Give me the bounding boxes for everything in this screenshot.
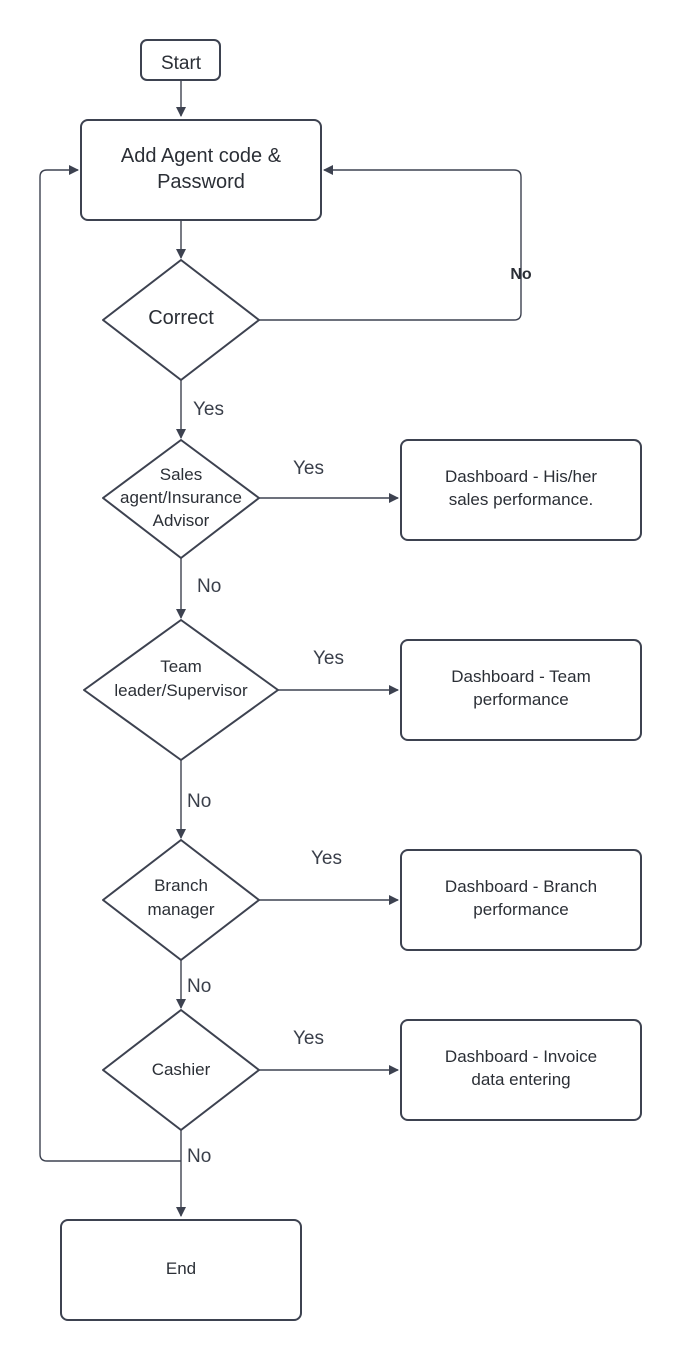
branch-manager-decision <box>102 839 260 961</box>
edge-label-cashier-yes: Yes <box>293 1028 324 1049</box>
cashier-dashboard-line1: Dashboard - Invoice <box>445 1047 597 1066</box>
correct-decision <box>102 259 260 381</box>
edge-label-sales-no: No <box>197 576 221 597</box>
branch-manager-label-line2: manager <box>147 900 214 919</box>
add-agent-label-line1: Add Agent code & <box>121 145 282 167</box>
branch-dashboard-line2: performance <box>473 900 568 919</box>
end-label: End <box>166 1259 196 1278</box>
branch-dashboard-line1: Dashboard - Branch <box>445 877 597 896</box>
cashier-dashboard-line2: data entering <box>471 1070 570 1089</box>
start-node <box>140 39 221 81</box>
sales-dashboard-line2: sales performance. <box>449 490 594 509</box>
team-dashboard-line2: performance <box>473 690 568 709</box>
branch-manager-label-line1: Branch <box>154 876 208 895</box>
edge-cashier-no-loop <box>39 165 181 1162</box>
cashier-dashboard-node <box>400 1019 642 1121</box>
sales-agent-label-line3: Advisor <box>153 511 210 530</box>
edge-label-correct-no: No <box>510 266 532 283</box>
edge-label-team-yes: Yes <box>313 648 344 669</box>
add-agent-label-line2: Password <box>157 171 245 193</box>
edge-label-cashier-no: No <box>187 1146 211 1167</box>
sales-dashboard-line1: Dashboard - His/her <box>445 467 597 486</box>
sales-agent-decision <box>102 439 260 559</box>
end-node <box>60 1219 302 1321</box>
sales-agent-label-line2: agent/Insurance <box>120 488 242 507</box>
sales-agent-label-line1: Sales <box>160 465 203 484</box>
edge-label-branch-no: No <box>187 976 211 997</box>
team-leader-label-line1: Team <box>160 657 202 676</box>
edge-label-team-no: No <box>187 791 211 812</box>
team-dashboard-line1: Dashboard - Team <box>451 667 591 686</box>
edge-label-branch-yes: Yes <box>311 848 342 869</box>
cashier-decision <box>102 1009 260 1131</box>
team-leader-label-line2: leader/Supervisor <box>114 681 248 700</box>
branch-dashboard-node <box>400 849 642 951</box>
start-label: Start <box>161 53 202 74</box>
team-dashboard-node <box>400 639 642 741</box>
correct-label: Correct <box>148 307 214 329</box>
edge-label-sales-yes: Yes <box>293 458 324 479</box>
team-leader-decision <box>83 619 279 761</box>
add-agent-node <box>80 119 322 221</box>
sales-dashboard-node <box>400 439 642 541</box>
cashier-label: Cashier <box>152 1060 211 1079</box>
edge-label-correct-yes: Yes <box>193 399 224 420</box>
edge-correct-no-loop <box>259 165 522 321</box>
